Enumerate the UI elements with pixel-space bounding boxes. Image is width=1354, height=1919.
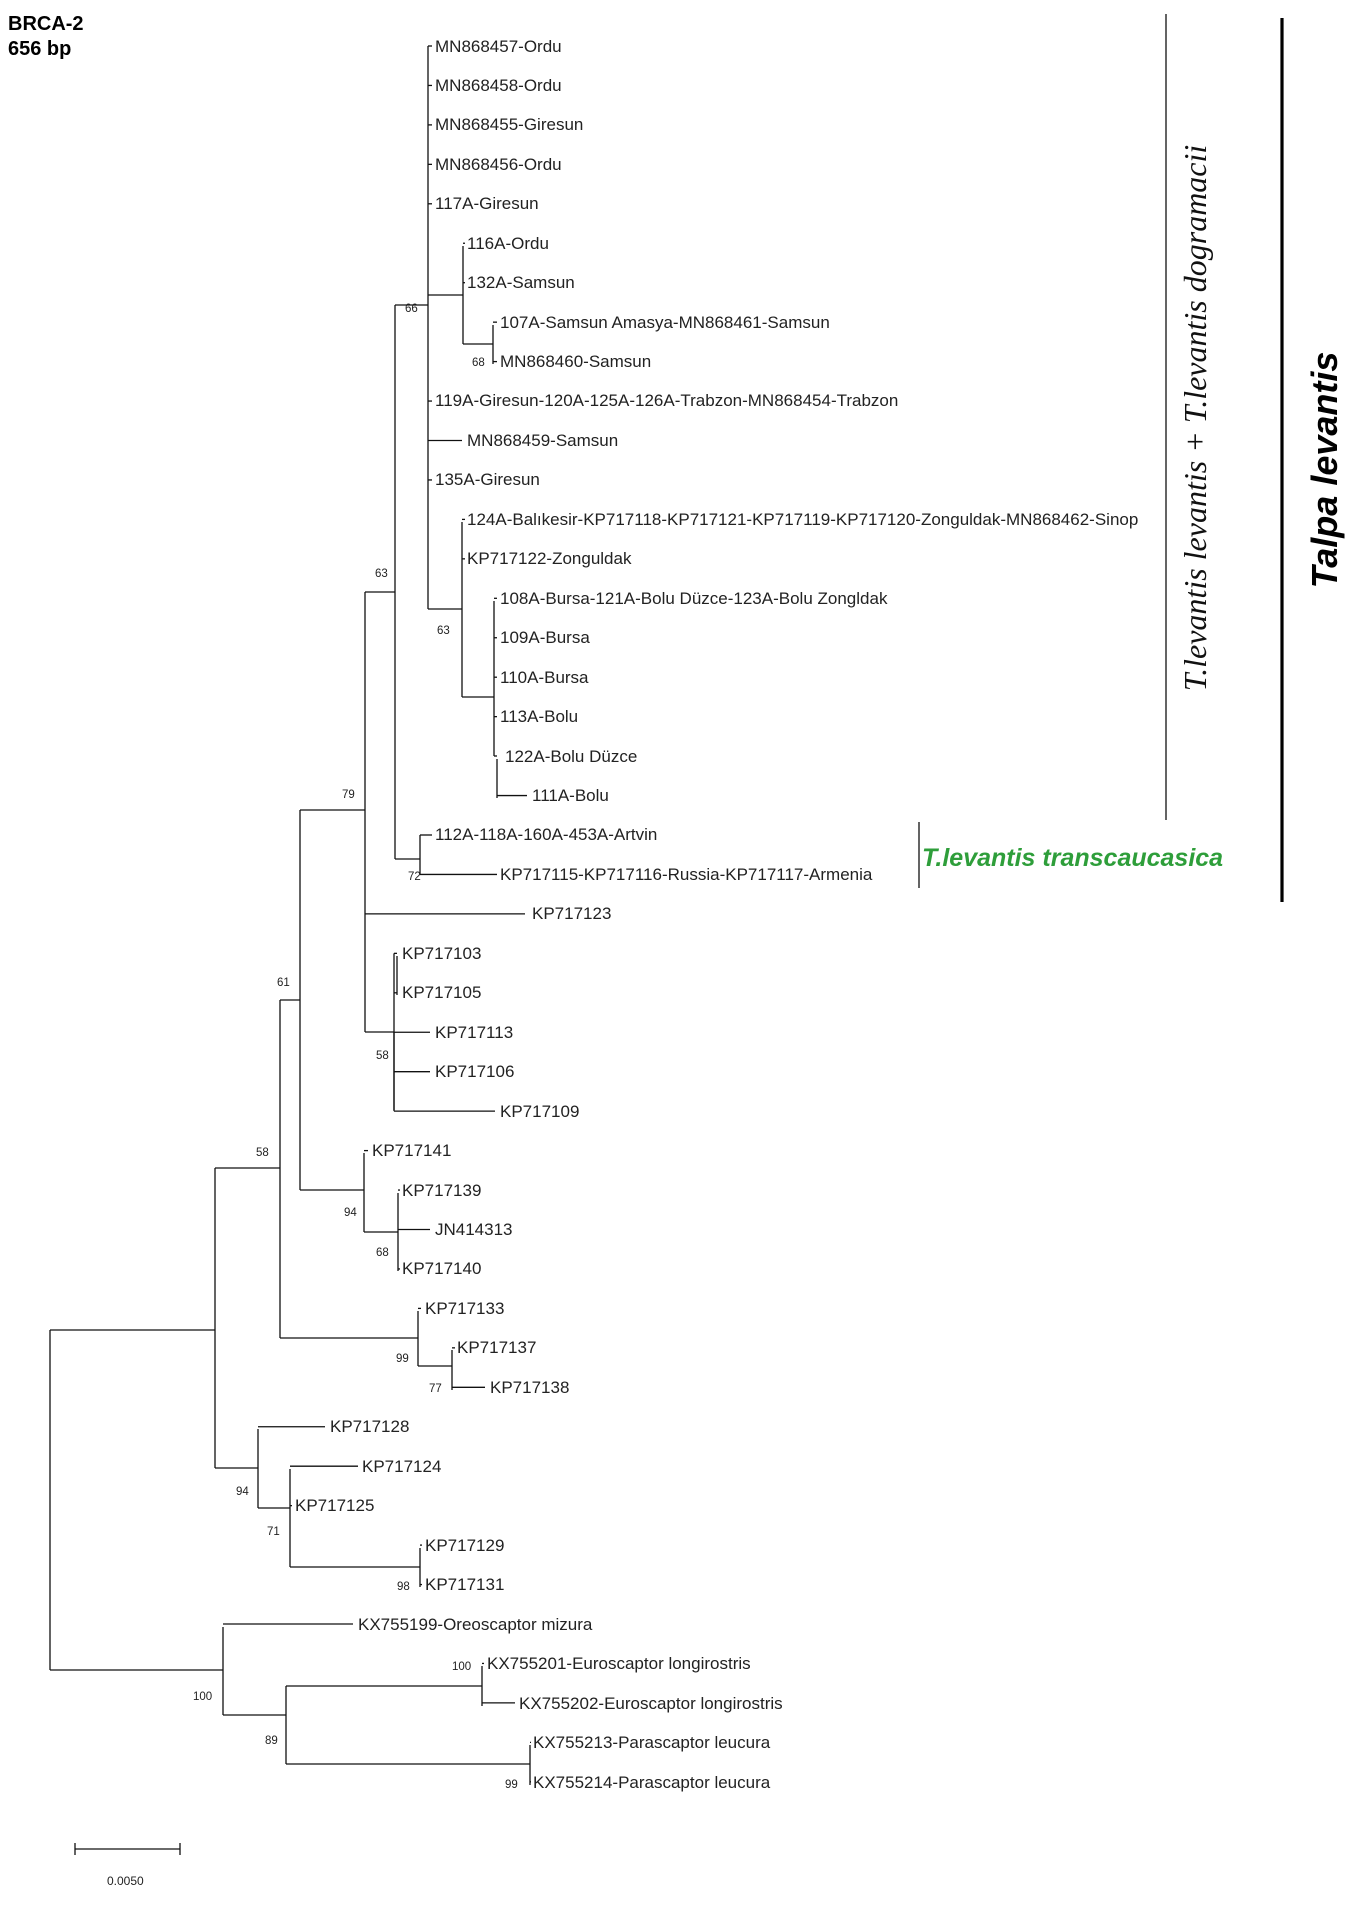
- leaf-label: MN868455-Giresun: [435, 115, 583, 134]
- leaf-label: 110A-Bursa: [500, 668, 589, 687]
- bootstrap-value: 63: [437, 625, 450, 637]
- leaf-label: KP717125: [295, 1496, 374, 1515]
- leaf-label: KP717109: [500, 1102, 579, 1121]
- bootstrap-value: 99: [396, 1353, 409, 1365]
- leaf-label: KP717139: [402, 1181, 481, 1200]
- leaf-label: MN868459-Samsun: [467, 431, 618, 450]
- leaf-label: KP717123: [532, 904, 611, 923]
- bootstrap-value: 58: [256, 1147, 269, 1159]
- leaf-label: 112A-118A-160A-453A-Artvin: [435, 825, 657, 844]
- tree-branches: [49, 45, 531, 1785]
- bootstrap-value: 72: [408, 871, 421, 883]
- leaf-label: KP717129: [425, 1536, 504, 1555]
- bootstrap-value: 77: [429, 1383, 442, 1395]
- leaf-label: KP717115-KP717116-Russia-KP717117-Armeni…: [500, 865, 873, 884]
- leaf-label: KX755199-Oreoscaptor mizura: [358, 1615, 593, 1634]
- leaf-label: KP717131: [425, 1575, 504, 1594]
- leaf-label: 122A-Bolu Düzce: [505, 747, 637, 766]
- bootstrap-value: 94: [236, 1486, 249, 1498]
- bootstrap-value: 68: [376, 1247, 389, 1259]
- scale-bar-label: 0.0050: [107, 1874, 144, 1888]
- bootstrap-value: 79: [342, 789, 355, 801]
- leaf-label: KP717113: [435, 1023, 513, 1042]
- leaf-label: 132A-Samsun: [467, 273, 575, 292]
- bootstrap-value: 71: [267, 1526, 280, 1538]
- bootstrap-value: 98: [397, 1581, 410, 1593]
- leaf-label: 117A-Giresun: [435, 194, 539, 213]
- bootstrap-value: 68: [472, 357, 485, 369]
- leaf-label: MN868460-Samsun: [500, 352, 651, 371]
- bootstrap-value: 100: [193, 1691, 212, 1703]
- leaf-label: KX755202-Euroscaptor longirostris: [519, 1694, 783, 1713]
- leaf-label: KX755213-Parascaptor leucura: [533, 1733, 771, 1752]
- clade-label-talpa-levantis: Talpa levantis: [1304, 352, 1345, 589]
- leaf-label: 116A-Ordu: [467, 234, 549, 253]
- leaf-label: MN868456-Ordu: [435, 155, 562, 174]
- leaf-label: 135A-Giresun: [435, 470, 540, 489]
- clade-label-levantis-dogramacii: T.levantis levantis + T.levantis dograma…: [1177, 145, 1213, 692]
- bootstrap-value: 89: [265, 1735, 278, 1747]
- leaf-label: KP717106: [435, 1062, 514, 1081]
- leaf-label: 111A-Bolu: [532, 786, 609, 805]
- sequence-length: 656 bp: [8, 38, 71, 60]
- leaf-label: KP717103: [402, 944, 481, 963]
- leaf-label: 113A-Bolu: [500, 707, 578, 726]
- leaf-labels: MN868457-Ordu MN868458-Ordu MN868455-Gir…: [295, 37, 1138, 1792]
- leaf-label: KP717140: [402, 1259, 481, 1278]
- bootstrap-value: 99: [505, 1779, 518, 1791]
- clade-label-transcaucasica: T.levantis transcaucasica: [922, 844, 1223, 872]
- leaf-label: JN414313: [435, 1220, 513, 1239]
- bootstrap-value: 61: [277, 977, 290, 989]
- leaf-label: KX755214-Parascaptor leucura: [533, 1773, 771, 1792]
- scale-bar: 0.0050: [74, 1843, 181, 1888]
- leaf-label: MN868457-Ordu: [435, 37, 562, 56]
- leaf-label: 124A-Balıkesir-KP717118-KP717121-KP71711…: [467, 510, 1138, 529]
- leaf-label: 119A-Giresun-120A-125A-126A-Trabzon-MN86…: [435, 391, 898, 410]
- bootstrap-value: 58: [376, 1050, 389, 1062]
- leaf-label: KP717124: [362, 1457, 441, 1476]
- leaf-label: 108A-Bursa-121A-Bolu Düzce-123A-Bolu Zon…: [500, 589, 888, 608]
- leaf-label: KP717133: [425, 1299, 504, 1318]
- bootstrap-value: 66: [405, 303, 418, 315]
- bootstrap-labels: 66 68 63 63 79 72 61 58 58 94 68 99 77 9…: [193, 303, 518, 1791]
- gene-title: BRCA-2: [8, 13, 84, 35]
- leaf-label: KP717141: [372, 1141, 451, 1160]
- bootstrap-value: 100: [452, 1661, 471, 1673]
- leaf-label: MN868458-Ordu: [435, 76, 562, 95]
- leaf-label: KP717122-Zonguldak: [467, 549, 632, 568]
- leaf-label: 107A-Samsun Amasya-MN868461-Samsun: [500, 313, 830, 332]
- leaf-label: KP717138: [490, 1378, 569, 1397]
- leaf-label: 109A-Bursa: [500, 628, 590, 647]
- leaf-label: KX755201-Euroscaptor longirostris: [487, 1654, 751, 1673]
- bootstrap-value: 94: [344, 1207, 357, 1219]
- leaf-label: KP717137: [457, 1338, 536, 1357]
- leaf-label: KP717128: [330, 1417, 409, 1436]
- bootstrap-value: 63: [375, 568, 388, 580]
- leaf-label: KP717105: [402, 983, 481, 1002]
